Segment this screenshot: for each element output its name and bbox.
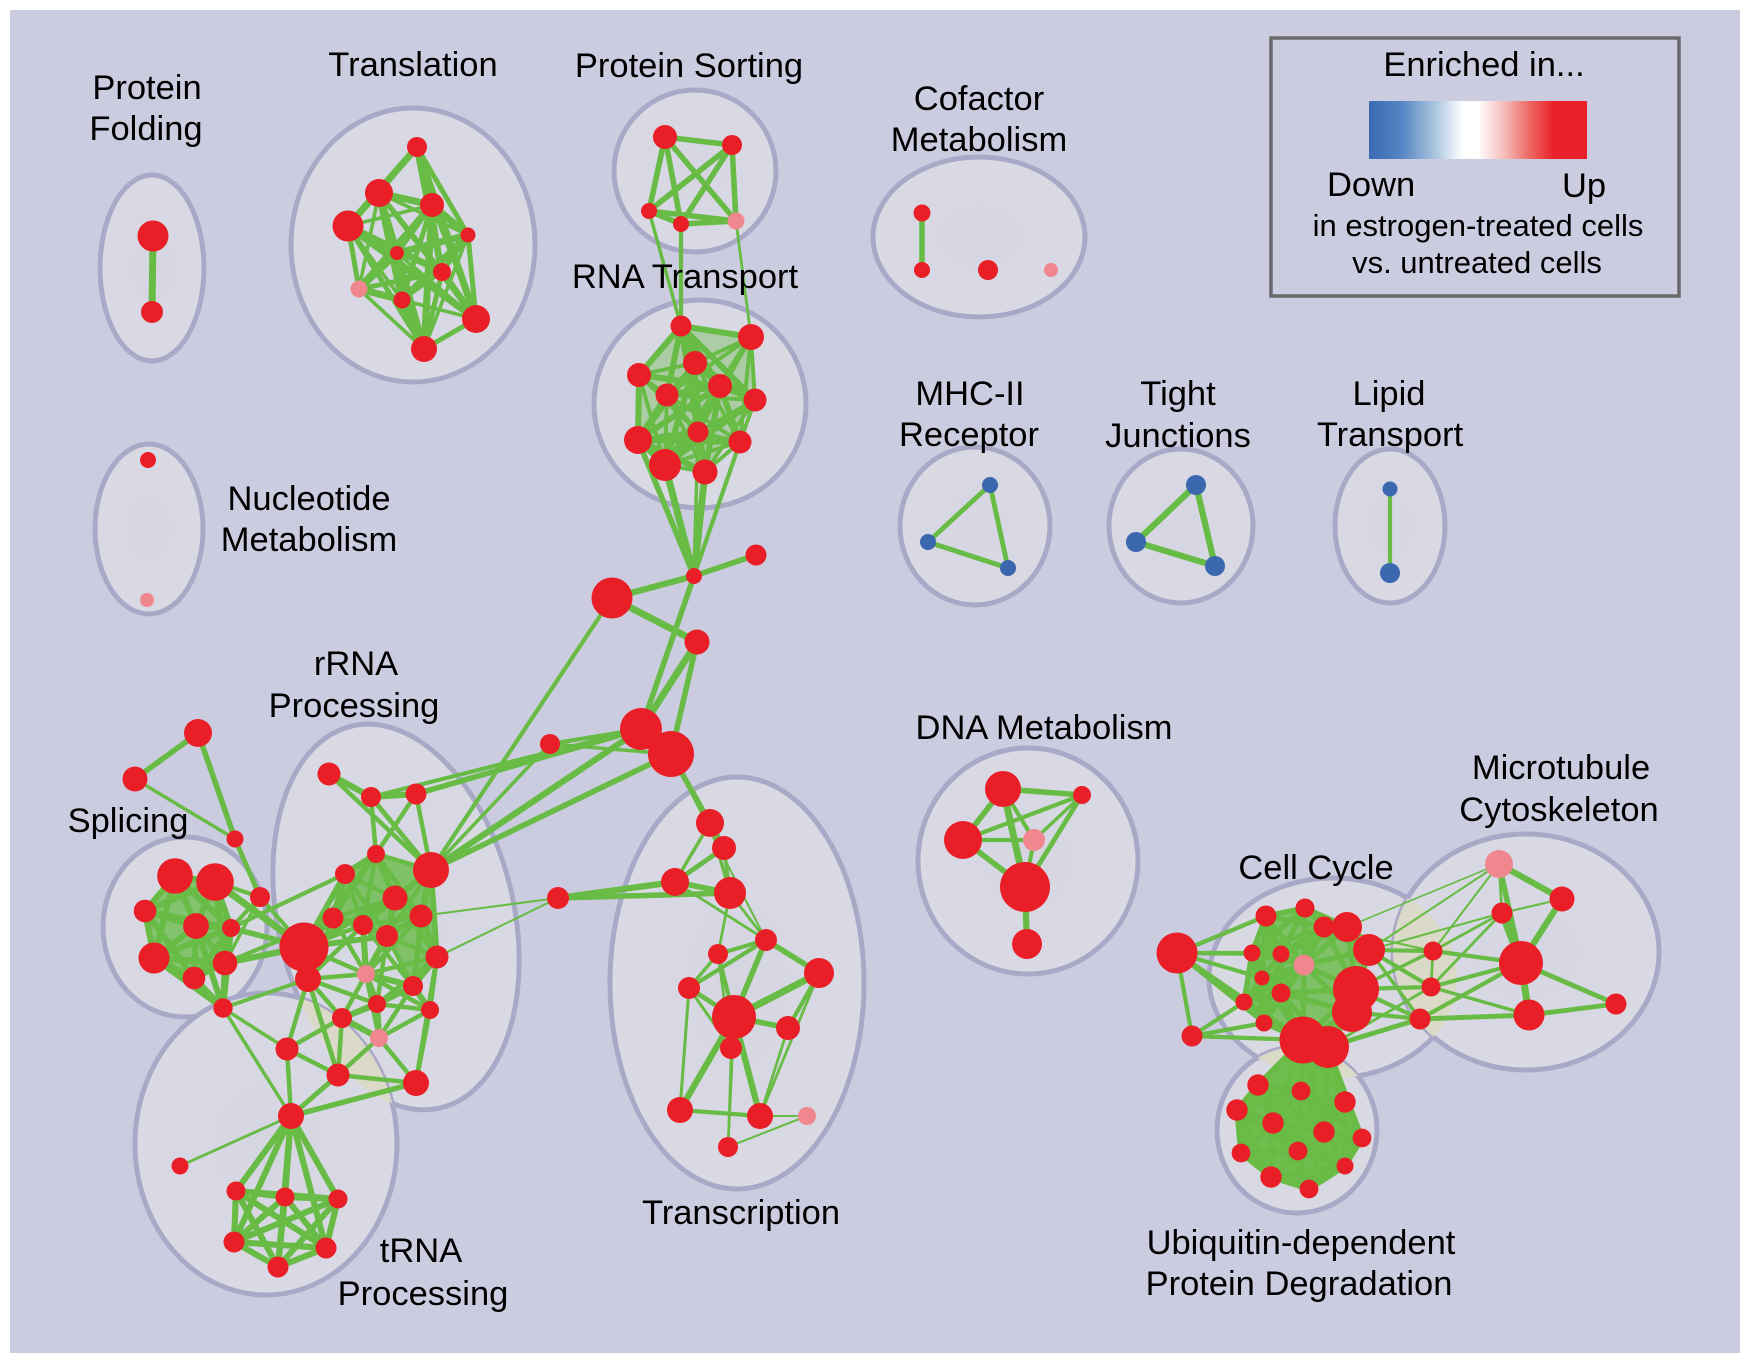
svg-text:Transcription: Transcription: [642, 1194, 840, 1232]
svg-text:Ubiquitin-dependent: Ubiquitin-dependent: [1147, 1224, 1456, 1262]
svg-text:Junctions: Junctions: [1105, 417, 1251, 455]
svg-text:Processing: Processing: [269, 687, 440, 725]
svg-text:in estrogen-treated cells: in estrogen-treated cells: [1313, 208, 1644, 243]
svg-text:Folding: Folding: [89, 110, 202, 148]
svg-text:MHC-II: MHC-II: [915, 375, 1024, 413]
svg-text:Lipid: Lipid: [1353, 375, 1426, 413]
svg-text:Translation: Translation: [328, 46, 497, 84]
svg-text:Cofactor: Cofactor: [914, 80, 1044, 118]
svg-text:Microtubule: Microtubule: [1472, 749, 1650, 787]
svg-text:Protein Sorting: Protein Sorting: [575, 47, 803, 85]
svg-text:Splicing: Splicing: [68, 802, 189, 840]
svg-text:rRNA: rRNA: [314, 645, 398, 683]
svg-text:Metabolism: Metabolism: [891, 121, 1067, 159]
svg-text:Metabolism: Metabolism: [221, 521, 397, 559]
svg-text:Processing: Processing: [338, 1275, 509, 1313]
svg-text:Protein Degradation: Protein Degradation: [1146, 1265, 1453, 1303]
svg-text:Cell Cycle: Cell Cycle: [1238, 849, 1393, 887]
svg-text:Cytoskeleton: Cytoskeleton: [1459, 791, 1658, 829]
svg-text:Down: Down: [1327, 166, 1415, 204]
svg-text:RNA Transport: RNA Transport: [572, 258, 799, 296]
svg-text:Enriched in...: Enriched in...: [1383, 46, 1584, 84]
svg-text:Transport: Transport: [1317, 416, 1464, 454]
svg-text:Receptor: Receptor: [899, 416, 1039, 454]
svg-text:tRNA: tRNA: [380, 1232, 462, 1270]
svg-text:Up: Up: [1562, 167, 1606, 205]
svg-text:Tight: Tight: [1140, 375, 1216, 413]
svg-text:Protein: Protein: [92, 69, 201, 107]
svg-text:Nucleotide: Nucleotide: [227, 480, 390, 518]
svg-text:DNA Metabolism: DNA Metabolism: [916, 709, 1173, 747]
svg-text:vs. untreated cells: vs. untreated cells: [1352, 245, 1602, 280]
